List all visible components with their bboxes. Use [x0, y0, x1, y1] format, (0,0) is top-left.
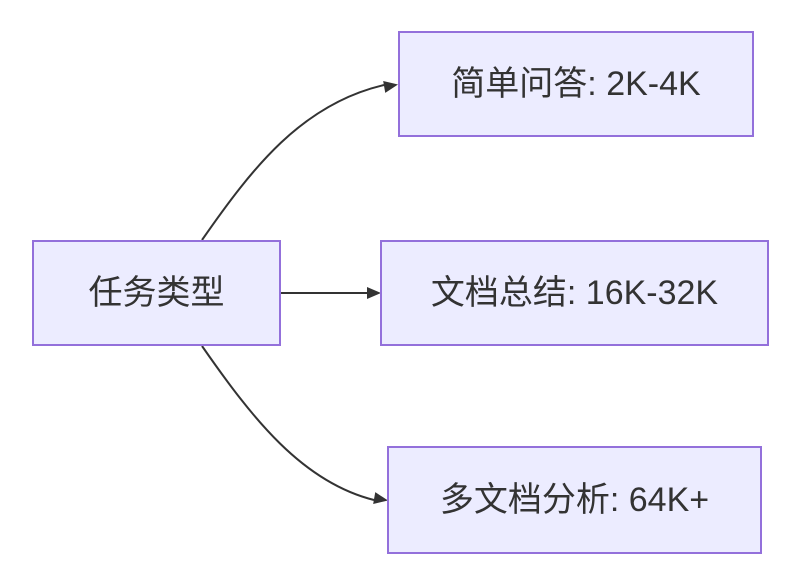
arrowhead-icon [383, 81, 398, 93]
node-multi-doc-analysis: 多文档分析: 64K+ [387, 446, 762, 554]
arrowhead-icon [373, 492, 388, 504]
node-task-type: 任务类型 [32, 240, 281, 346]
node-task-type-label: 任务类型 [88, 273, 225, 312]
node-simple-qa: 简单问答: 2K-4K [398, 31, 754, 137]
edge-task-type-to-multi-doc-analysis [201, 345, 375, 501]
edge-task-type-to-simple-qa [201, 84, 385, 241]
arrowhead-icon [367, 287, 381, 299]
node-multi-doc-analysis-label: 多文档分析: 64K+ [439, 480, 710, 519]
node-simple-qa-label: 简单问答: 2K-4K [451, 64, 701, 103]
node-doc-summary-label: 文档总结: 16K-32K [430, 273, 719, 312]
node-doc-summary: 文档总结: 16K-32K [380, 240, 769, 346]
